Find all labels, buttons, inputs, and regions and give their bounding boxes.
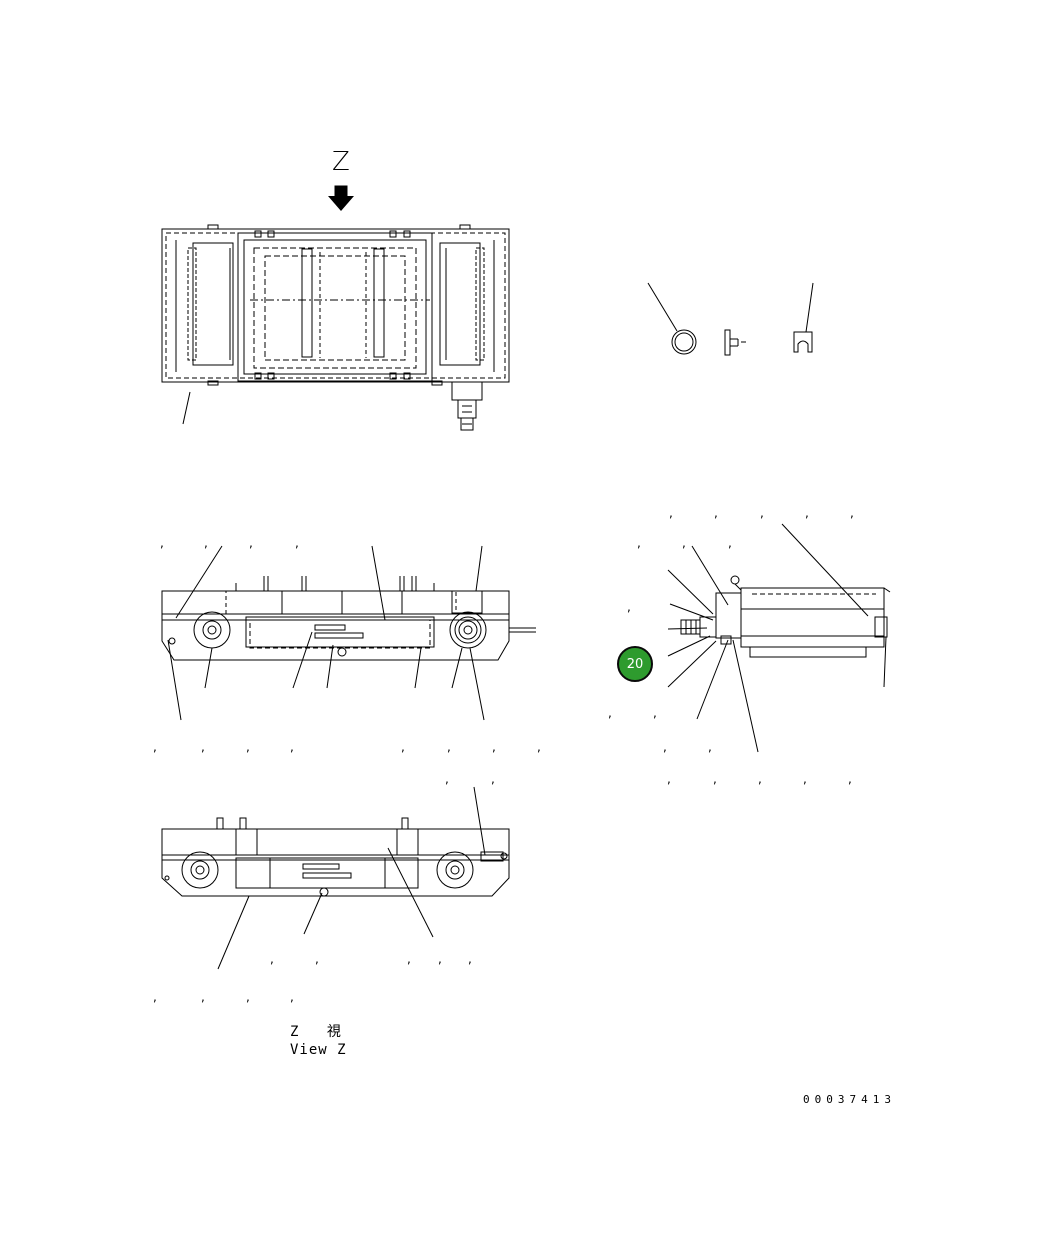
comma-mark: , <box>295 536 299 550</box>
comma-mark: , <box>153 740 157 754</box>
comma-mark: , <box>201 740 205 754</box>
comma-mark: , <box>407 952 411 966</box>
comma-mark: , <box>290 990 294 1004</box>
comma-mark: , <box>290 740 294 754</box>
comma-mark: , <box>270 952 274 966</box>
comma-mark: , <box>160 536 164 550</box>
end-view <box>668 524 890 752</box>
bottom-view <box>162 787 509 969</box>
side-view <box>162 546 536 720</box>
comma-mark: , <box>805 506 809 520</box>
comma-mark: , <box>708 740 712 754</box>
comma-mark: , <box>246 990 250 1004</box>
loose-parts <box>648 283 813 355</box>
comma-mark: , <box>637 536 641 550</box>
comma-mark: , <box>682 536 686 550</box>
view-caption-jp: Z 視 <box>290 1024 351 1040</box>
comma-mark: , <box>468 952 472 966</box>
comma-mark: , <box>491 772 495 786</box>
comma-mark: , <box>627 600 631 614</box>
comma-mark: , <box>663 740 667 754</box>
drawing-number: 00037413 <box>803 1093 896 1106</box>
comma-mark: , <box>803 772 807 786</box>
comma-mark: , <box>537 740 541 754</box>
comma-mark: , <box>492 740 496 754</box>
comma-mark: , <box>728 536 732 550</box>
comma-mark: , <box>201 990 205 1004</box>
comma-mark: , <box>246 740 250 754</box>
comma-mark: , <box>401 740 405 754</box>
comma-mark: , <box>667 772 671 786</box>
comma-mark: , <box>669 506 673 520</box>
comma-mark: , <box>438 952 442 966</box>
view-caption-en: View Z <box>290 1042 347 1058</box>
comma-mark: , <box>713 772 717 786</box>
comma-mark: , <box>850 506 854 520</box>
comma-mark: , <box>608 706 612 720</box>
comma-mark: , <box>315 952 319 966</box>
comma-mark: , <box>447 740 451 754</box>
comma-mark: , <box>714 506 718 520</box>
comma-mark: , <box>153 990 157 1004</box>
comma-mark: , <box>653 706 657 720</box>
comma-mark: , <box>848 772 852 786</box>
view-arrow-label: Z <box>332 147 350 177</box>
comma-mark: , <box>760 506 764 520</box>
comma-mark: , <box>204 536 208 550</box>
view-arrow <box>328 186 354 211</box>
callout-20-number: 20 <box>626 656 644 672</box>
comma-mark: , <box>445 772 449 786</box>
callout-20[interactable]: 20 <box>617 646 653 682</box>
top-plan-view <box>162 225 509 430</box>
comma-mark: , <box>758 772 762 786</box>
comma-mark: , <box>249 536 253 550</box>
